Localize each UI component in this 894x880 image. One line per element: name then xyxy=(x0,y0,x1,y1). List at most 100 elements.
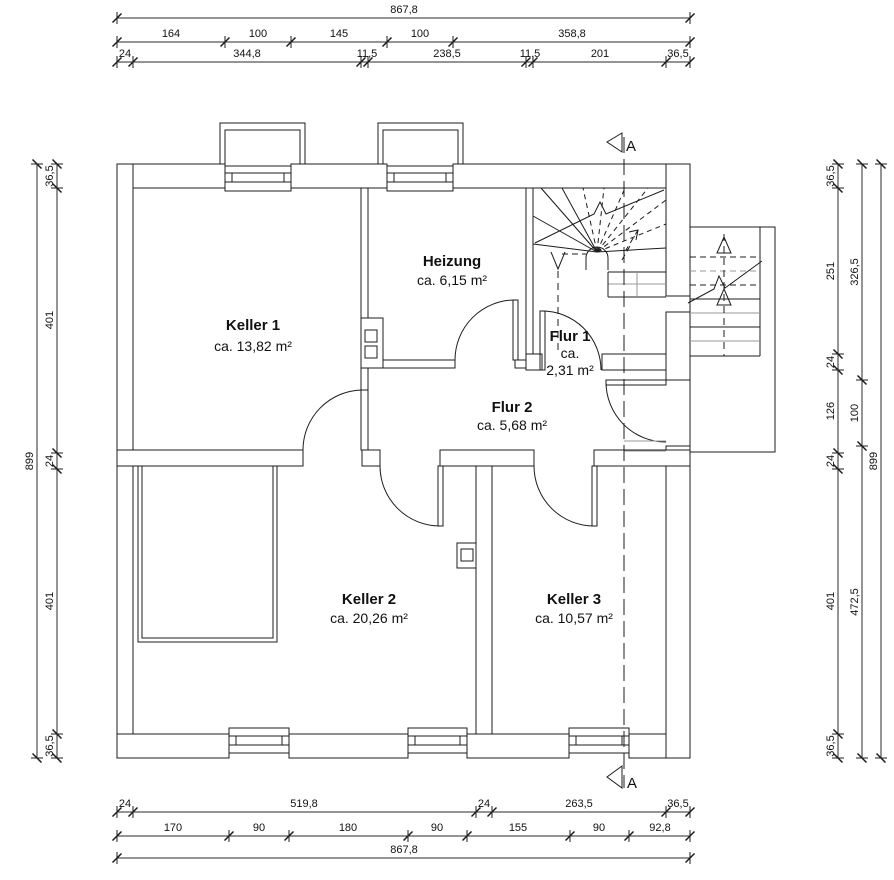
wall-bottom-2 xyxy=(288,733,409,759)
room-label-keller1: Keller 1 xyxy=(226,317,280,334)
dim-label: 155 xyxy=(509,822,527,834)
wall-bottom-1 xyxy=(116,733,230,759)
dim-top-total: 867,8 xyxy=(390,4,418,16)
chimney-flue-2 xyxy=(364,345,378,359)
door-heizung xyxy=(454,299,519,361)
stair-walkline-arrow-down xyxy=(550,251,566,271)
dim-label: 238,5 xyxy=(433,48,461,60)
dim-label: 170 xyxy=(164,822,182,834)
dim-label: 24 xyxy=(119,48,131,60)
dim-label: 251 xyxy=(825,262,837,280)
dim-label: 36,5 xyxy=(825,735,837,756)
dim-label: 263,5 xyxy=(565,798,593,810)
wall-top-3 xyxy=(452,163,691,189)
dimension-labels: 867,8 164 100 145 100 358,8 24 344,8 11,… xyxy=(24,4,880,856)
stair-exterior-arrow-2 xyxy=(716,287,732,306)
wall-keller2-keller3 xyxy=(475,465,493,735)
chimney-block xyxy=(360,317,384,369)
stair-walkline-arrow-up xyxy=(628,229,639,241)
dim-label: 36,5 xyxy=(825,165,837,186)
room-label-flur2: Flur 2 xyxy=(492,399,533,416)
door-keller1 xyxy=(302,389,369,451)
window-bottom-keller2b xyxy=(407,727,468,754)
light-well-1-outer xyxy=(219,122,306,164)
section-label-top: A xyxy=(626,138,636,155)
dim-label: 344,8 xyxy=(233,48,261,60)
door-keller3 xyxy=(533,465,598,527)
dim-label: 126 xyxy=(825,402,837,420)
dim-label: 90 xyxy=(253,822,265,834)
stair-exterior-outline xyxy=(689,226,776,453)
dim-label: 24 xyxy=(478,798,490,810)
room-area-keller2: ca. 20,26 m² xyxy=(330,610,408,626)
wall-keller1-heizung xyxy=(360,187,369,319)
section-line: A A xyxy=(606,132,637,792)
dim-label: 180 xyxy=(339,822,357,834)
window-top-keller1 xyxy=(224,165,292,192)
dim-label: 326,5 xyxy=(849,258,861,286)
wall-flur1-1 xyxy=(525,353,543,371)
dim-label: 24 xyxy=(44,455,56,467)
dimension-lines xyxy=(36,17,882,859)
dim-label: 100 xyxy=(849,404,861,422)
room-labels: Keller 1 ca. 13,82 m² Heizung ca. 6,15 m… xyxy=(214,253,613,626)
stair-exterior-break-line xyxy=(687,260,763,304)
chimney-flue-1 xyxy=(364,329,378,343)
dim-label: 36,5 xyxy=(667,48,688,60)
light-well-2-outer xyxy=(377,122,464,164)
dim-label: 201 xyxy=(591,48,609,60)
room-label-keller2: Keller 2 xyxy=(342,591,396,608)
dim-label: 36,5 xyxy=(44,735,56,756)
dim-label: 164 xyxy=(162,28,180,40)
dim-label: 92,8 xyxy=(649,822,670,834)
light-well-1-inner xyxy=(224,129,301,164)
dim-label: 401 xyxy=(44,592,56,610)
light-wells xyxy=(219,122,464,164)
window-top-heizung xyxy=(386,165,454,192)
room-label-heizung: Heizung xyxy=(423,253,481,270)
dim-label: 36,5 xyxy=(44,165,56,186)
doors xyxy=(302,299,667,527)
stair-winder xyxy=(532,187,667,350)
wall-flur1-2 xyxy=(601,353,667,371)
room-area-flur1-value: 2,31 m² xyxy=(546,362,594,378)
dim-label: 24 xyxy=(119,798,131,810)
section-arrow-top xyxy=(606,132,623,153)
wall-right-2 xyxy=(665,311,691,381)
room-area-heizung: ca. 6,15 m² xyxy=(417,272,487,288)
dim-label: 11,5 xyxy=(357,48,378,60)
section-arrow-bottom xyxy=(606,765,623,789)
dim-label: 401 xyxy=(44,311,56,329)
stair-exterior-arrow-1 xyxy=(716,235,732,254)
dim-label: 100 xyxy=(411,28,429,40)
door-keller2 xyxy=(379,465,444,527)
wall-middle-2 xyxy=(439,449,535,467)
dim-label: 24 xyxy=(825,356,837,368)
dim-label: 90 xyxy=(593,822,605,834)
dim-label: 401 xyxy=(825,592,837,610)
dim-right-total: 899 xyxy=(868,452,880,470)
wall-heizung-bottom-2 xyxy=(514,359,527,369)
wall-bottom-3 xyxy=(466,733,570,759)
light-well-2-inner xyxy=(382,129,459,164)
window-bottom-keller3 xyxy=(568,727,630,754)
room-area-keller3: ca. 10,57 m² xyxy=(535,610,613,626)
door-exterior xyxy=(605,379,667,452)
wall-right-1 xyxy=(665,163,691,297)
section-label-bottom: A xyxy=(627,775,637,792)
dim-label: 519,8 xyxy=(290,798,318,810)
stair-newel xyxy=(585,246,609,270)
wall-right-3 xyxy=(665,445,691,759)
interior-walls xyxy=(116,187,691,735)
room-label-keller3: Keller 3 xyxy=(547,591,601,608)
dim-left-total: 899 xyxy=(24,452,36,470)
room-area-flur2: ca. 5,68 m² xyxy=(477,417,547,433)
dim-bottom-total: 867,8 xyxy=(390,844,418,856)
dim-label: 472,5 xyxy=(849,588,861,616)
dim-label: 36,5 xyxy=(667,798,688,810)
stair-exterior xyxy=(687,226,776,453)
dim-label: 24 xyxy=(825,455,837,467)
wall-heizung-bottom-1 xyxy=(382,359,456,369)
